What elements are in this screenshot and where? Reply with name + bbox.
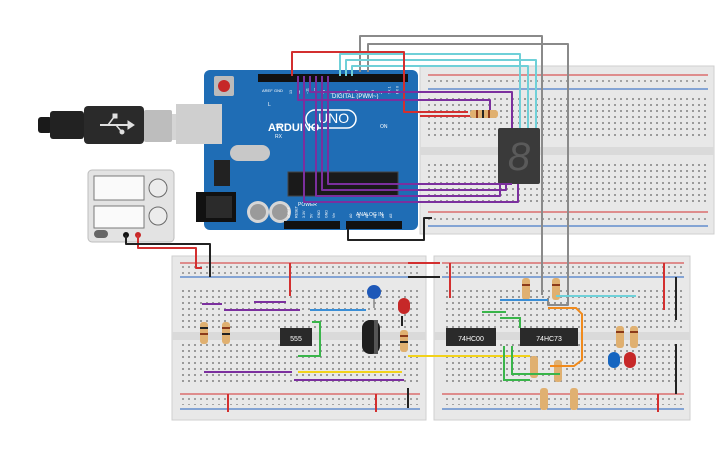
ic-555[interactable]: 555 <box>280 328 312 346</box>
analog-pin-label-5: A5 <box>389 214 393 218</box>
usb-icon <box>100 113 135 135</box>
power-pin-label-5: GND <box>325 210 329 218</box>
power-pin-label-6: Vin <box>332 213 336 218</box>
resistor-left-2[interactable] <box>222 322 230 344</box>
power-pin-label-2: 3.3V <box>302 210 306 218</box>
power-pin-label-4: GND <box>317 210 321 218</box>
power-switch[interactable] <box>94 230 108 238</box>
power-pin-label-3: 5V <box>310 213 314 218</box>
l-label: L <box>268 102 271 108</box>
usb-b-port <box>176 104 222 144</box>
wires-bottom-left[interactable] <box>202 263 520 412</box>
arduino-brand: ARDUINO <box>268 122 320 134</box>
resistor-display[interactable] <box>470 110 498 118</box>
rx-label: RX <box>275 134 283 140</box>
voltage-display <box>93 175 145 201</box>
resistor-right-1[interactable] <box>522 278 530 300</box>
analog-pin-label-1: A1 <box>357 214 361 218</box>
resistor-right-5[interactable] <box>530 356 538 378</box>
wire-black-supply <box>125 235 211 277</box>
current-display <box>93 205 145 229</box>
led-red-left[interactable] <box>398 298 410 314</box>
digital-pin-label-13: RX 0 <box>396 86 400 94</box>
current-knob[interactable] <box>148 206 168 226</box>
display-digit: 8 <box>508 135 531 179</box>
ic-74hc00-label: 74HC00 <box>458 336 484 343</box>
dc-power-supply[interactable] <box>87 169 175 243</box>
analog-header[interactable] <box>346 221 402 229</box>
capacitor-ceramic[interactable] <box>367 285 381 308</box>
aref-label: AREF <box>262 88 273 93</box>
infinity-logo <box>305 109 357 129</box>
tx-label: TX <box>275 124 282 130</box>
wire-purple-5 <box>309 76 513 128</box>
digital-pin-label-0: 13 <box>289 90 293 94</box>
wire-orange-br <box>548 307 583 367</box>
analog-pin-label-2: A2 <box>365 214 369 218</box>
analog-pin-label-0: A0 <box>349 214 353 218</box>
analog-pin-labels: A0 A1 A2 A3 A4 A5 <box>349 214 393 218</box>
crystal <box>230 145 270 161</box>
digital-pin-label-2: ~11 <box>305 88 309 94</box>
arduino-model: UNO <box>318 110 349 126</box>
led-blue-right[interactable] <box>608 352 620 368</box>
analog-pin-label-3: A3 <box>373 214 377 218</box>
resistor-left-1[interactable] <box>200 322 208 344</box>
wire-purple-6 <box>297 76 491 118</box>
analog-label: ANALOG IN <box>356 212 384 218</box>
wire-purple-4 <box>303 76 519 203</box>
analog-pin-label-4: A4 <box>381 214 385 218</box>
wire-red-top <box>291 51 468 113</box>
digital-label: DIGITAL (PWM~) <box>332 94 379 100</box>
capacitor-electrolytic[interactable] <box>362 320 380 354</box>
on-label: ON <box>380 124 388 130</box>
ic-74hc00[interactable]: 74HC00 <box>446 328 496 346</box>
wire-green-br-3 <box>503 346 530 381</box>
power-header[interactable] <box>284 221 340 229</box>
wires-bottom-right[interactable] <box>449 263 677 412</box>
power-pin-label-1: RESET <box>295 205 299 218</box>
seven-segment-display[interactable]: 8 <box>498 128 540 184</box>
resistor-right-7[interactable] <box>540 388 548 410</box>
wires-top[interactable] <box>125 35 569 306</box>
wire-cyan-3 <box>339 53 521 128</box>
wire-purple-3 <box>327 76 512 185</box>
voltage-knob[interactable] <box>148 178 168 198</box>
wire-black-gnd <box>347 217 432 241</box>
digital-pin-label-1: 12 <box>297 90 301 94</box>
wire-green-br-2 <box>500 317 521 328</box>
wire-cyan-2 <box>351 65 529 128</box>
gnd-label: GND <box>274 88 283 93</box>
resistor-right-3[interactable] <box>616 326 624 348</box>
ic-555-label: 555 <box>290 336 302 343</box>
resistor-left-3[interactable] <box>400 330 408 352</box>
wire-purple-2 <box>321 76 507 191</box>
wire-green-br-4 <box>511 346 560 375</box>
power-pin-label-0: IOREF <box>287 206 291 218</box>
wire-cyan-1 <box>345 59 537 128</box>
wire-gray-2 <box>367 43 569 306</box>
ic-74hc73[interactable]: 74HC73 <box>520 328 578 346</box>
ic-74hc73-label: 74HC73 <box>536 336 562 343</box>
led-red-right[interactable] <box>624 352 636 368</box>
digital-pin-label-12: TX 1 <box>387 86 391 94</box>
resistor-right-8[interactable] <box>570 388 578 410</box>
resistor-right-2[interactable] <box>552 278 560 300</box>
wire-green-bl <box>298 321 321 357</box>
usb-connector <box>144 110 172 142</box>
power-label: POWER <box>298 202 317 208</box>
resistor-right-6[interactable] <box>554 360 562 382</box>
resistor-right-4[interactable] <box>630 326 638 348</box>
